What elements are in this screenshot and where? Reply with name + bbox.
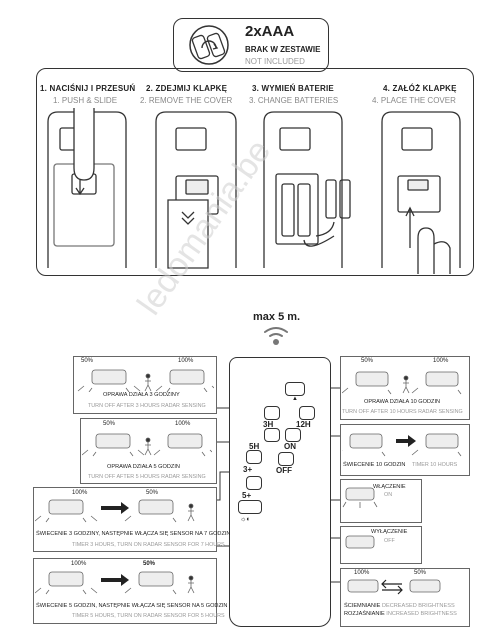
panel-5h-en: TURN OFF AFTER 5 HOURS RADAR SENSING <box>88 474 206 480</box>
panel-5plus-pct-100: 100% <box>71 561 87 567</box>
step-1-subtitle: 1. PUSH & SLIDE <box>53 96 118 105</box>
button-3plus-label: 3+ <box>243 465 253 474</box>
panel-5plus-en: TIMER 5 HOURS, TURN ON RADAR SENSOR FOR … <box>72 613 225 619</box>
step-3-subtitle: 3. CHANGE BATTERIES <box>249 96 339 105</box>
panel-3plus-en: TIMER 3 HOURS, TURN ON RADAR SENSOR FOR … <box>72 542 225 548</box>
panel-switch-on-pl: WŁĄCZENIE <box>373 484 406 490</box>
panel-switch-on <box>340 479 422 523</box>
step-2-title: 2. ZDEJMIJ KLAPKĘ <box>146 84 228 93</box>
panel-dimming <box>340 568 470 627</box>
step-4-title: 4. ZAŁÓŻ KLAPKĘ <box>383 84 457 93</box>
signal-icon <box>264 327 288 345</box>
step-1-title: 1. NACIŚNIJ I PRZESUŃ <box>40 84 136 93</box>
button-dimming[interactable] <box>238 500 262 514</box>
panel-3h <box>73 356 217 414</box>
battery-steps-illustration <box>47 108 461 274</box>
panel-5h-pct-100: 100% <box>175 421 191 427</box>
panel-5h-pl: OPRAWA DZIAŁA 5 GODZIN <box>107 464 180 470</box>
panel-5h <box>80 418 217 484</box>
button-sensor[interactable] <box>285 382 305 396</box>
button-12h[interactable] <box>299 406 315 420</box>
dimming-icon: ☼◐ <box>240 516 251 523</box>
panel-on-pl: ŚWIECENIE 10 GODZIN <box>343 462 406 468</box>
panel-switch-on-en: ON <box>384 492 393 498</box>
panel-on-timer <box>340 424 470 476</box>
button-3h[interactable] <box>264 406 280 420</box>
panel-12h-pl: OPRAWA DZIAŁA 10 GODZIN <box>364 399 441 405</box>
button-12h-label: 12H <box>296 420 311 429</box>
panel-3plus-pct-100: 100% <box>72 490 88 496</box>
panel-dim-pct-100: 100% <box>354 570 370 576</box>
panel-12h-lamps <box>342 371 462 395</box>
panel-5plus-pl: ŚWIECENIE 5 GODZIN, NASTĘPNIE WŁĄCZA SIĘ… <box>36 603 228 609</box>
panel-5h-lamps <box>82 433 212 457</box>
panel-3h-en: TURN OFF AFTER 3 HOURS RADAR SENSING <box>88 403 206 409</box>
button-5h[interactable] <box>264 428 280 442</box>
panel-12h <box>340 356 470 420</box>
panel-5plus-lamps <box>35 571 195 595</box>
panel-12h-pct-50: 50% <box>361 358 374 364</box>
step-4-subtitle: 4. PLACE THE COVER <box>372 96 456 105</box>
panel-switch-on-lamp <box>342 487 378 508</box>
sensor-symbol: ▲ <box>292 396 298 402</box>
button-on[interactable] <box>285 428 301 442</box>
battery-steps-panel <box>36 68 474 276</box>
button-5plus-label: 5+ <box>242 491 252 500</box>
panel-switch-off-lamp <box>345 535 375 549</box>
panel-5plus-pct-50: 50% <box>143 561 156 567</box>
max-range-label: max 5 m. <box>253 311 301 323</box>
remote-control <box>229 357 331 627</box>
panel-3h-pct-100: 100% <box>178 358 194 364</box>
button-3h-label: 3H <box>263 420 274 429</box>
panel-dim-line1: ŚCIEMNIANIE DECREASED BRIGHTNESS <box>344 603 455 609</box>
batteries-icon <box>189 25 229 65</box>
panel-3h-pct-50: 50% <box>81 358 94 364</box>
button-on-label: ON <box>284 442 296 451</box>
battery-type: 2xAAA <box>245 23 295 40</box>
panel-on-lamps <box>342 433 462 457</box>
panel-dim-line2: ROZJAŚNIANIE INCREASED BRIGHTNESS <box>344 611 457 617</box>
panel-3h-lamps <box>77 369 214 392</box>
panel-on-en: TIMER 10 HOURS <box>412 462 458 468</box>
panel-3plus-pl: ŚWIECENIE 3 GODZINY, NASTĘPNIE WŁĄCZA SI… <box>36 531 231 537</box>
button-3plus[interactable] <box>246 450 262 464</box>
panel-12h-pct-100: 100% <box>433 358 449 364</box>
panel-5h-pct-50: 50% <box>103 421 116 427</box>
not-included-pl: BRAK W ZESTAWIE <box>245 45 321 54</box>
panel-dim-lamps <box>347 579 441 595</box>
panel-switch-off-en: OFF <box>384 538 395 544</box>
panel-12h-en: TURN OFF AFTER 10 HOURS RADAR SENSING <box>342 409 463 415</box>
button-5h-label: 5H <box>249 442 260 451</box>
button-off[interactable] <box>278 452 294 466</box>
step-2-subtitle: 2. REMOVE THE COVER <box>140 96 233 105</box>
step-3-title: 3. WYMIEŃ BATERIE <box>252 84 334 93</box>
panel-3plus-lamps <box>35 499 195 523</box>
button-off-label: OFF <box>276 466 292 475</box>
panel-switch-off-pl: WYŁĄCZENIE <box>371 529 408 535</box>
panel-3plus <box>33 487 217 552</box>
panel-dim-pct-50: 50% <box>414 570 427 576</box>
button-5plus[interactable] <box>246 476 262 490</box>
panel-5plus <box>33 558 217 624</box>
not-included-en: NOT INCLUDED <box>245 57 305 66</box>
panel-3h-pl: OPRAWA DZIAŁA 3 GODZINY <box>103 392 180 398</box>
panel-3plus-pct-50: 50% <box>146 490 159 496</box>
